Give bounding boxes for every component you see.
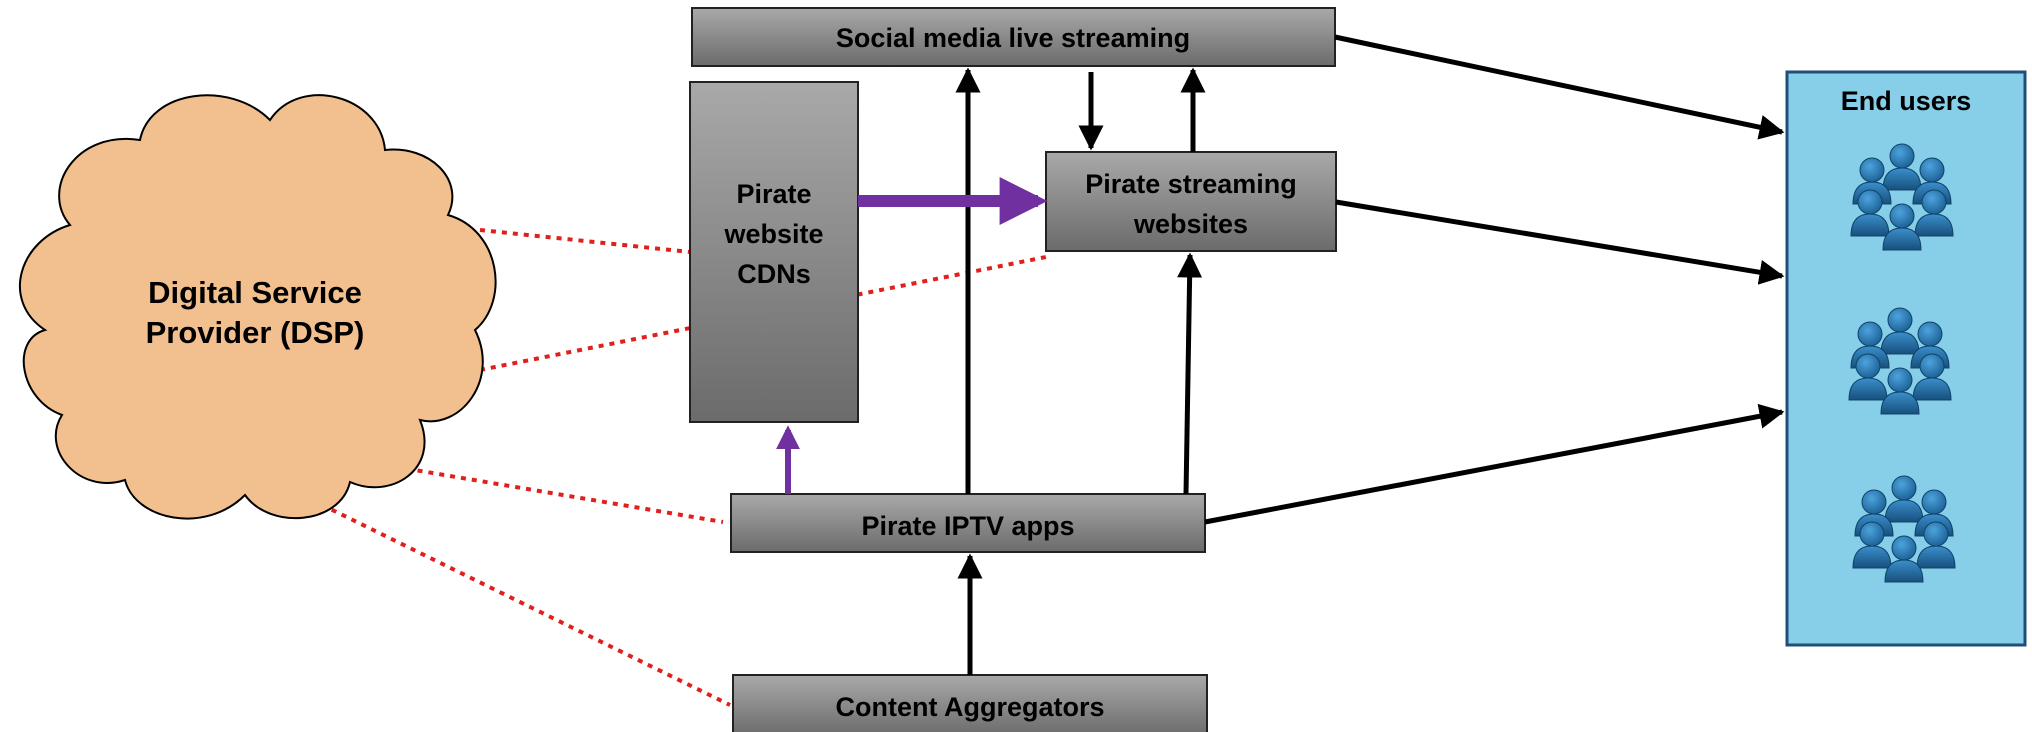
cloud-shape <box>19 94 497 520</box>
iptv-label: Pirate IPTV apps <box>861 511 1074 541</box>
content-aggregators-box: Content Aggregators <box>732 674 1208 732</box>
dsp-to-cdn-link <box>479 228 691 254</box>
aggregators-label: Content Aggregators <box>836 692 1105 722</box>
end-users-label: End users <box>1841 86 1972 116</box>
arrow-iptv-to-streaming <box>1177 252 1203 495</box>
dsp-to-iptv-link <box>384 463 724 524</box>
social-media-label: Social media live streaming <box>836 23 1190 53</box>
arrow-iptv-to-users <box>1204 403 1785 525</box>
black-arrows <box>955 34 1785 675</box>
pirate-cdn-box: Pirate website CDNs <box>689 81 859 423</box>
cdn-label-line2: website <box>723 219 823 249</box>
pirate-iptv-box: Pirate IPTV apps <box>730 493 1206 553</box>
streaming-sites-label-line2: websites <box>1133 209 1248 239</box>
arrow-streaming-to-users <box>1335 199 1785 285</box>
dsp-cloud: Digital Service Provider (DSP) <box>19 94 497 520</box>
cdn-label-line3: CDNs <box>737 259 811 289</box>
cdn-label-line1: Pirate <box>736 179 811 209</box>
purple-arrows <box>776 177 1048 494</box>
dsp-label-line2: Provider (DSP) <box>146 315 365 350</box>
dsp-to-aggregators-link <box>311 498 731 707</box>
pirate-streaming-sites-box: Pirate streaming websites <box>1045 151 1337 252</box>
dsp-label-line1: Digital Service <box>148 275 362 310</box>
arrow-social-to-users <box>1334 34 1785 140</box>
streaming-sites-label-line1: Pirate streaming <box>1085 169 1297 199</box>
end-users-panel: End users <box>1785 70 2027 647</box>
social-media-box: Social media live streaming <box>691 7 1336 67</box>
